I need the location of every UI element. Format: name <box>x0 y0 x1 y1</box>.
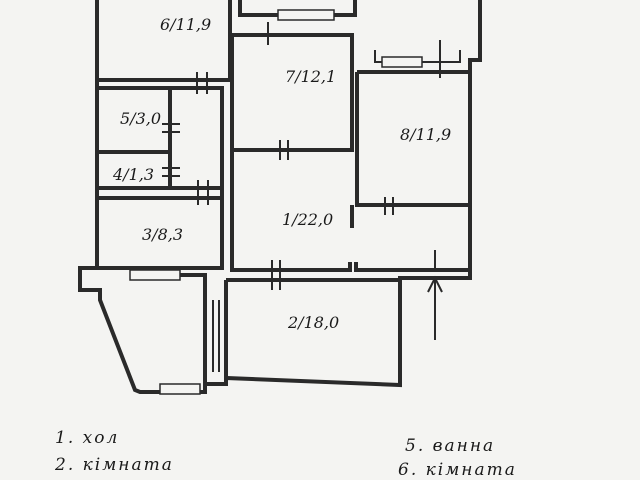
room-4-label: 4/1,3 <box>112 165 154 184</box>
room-5-label: 5/3,0 <box>120 109 161 128</box>
room-6-label: 6/11,9 <box>160 15 211 34</box>
room-1-label: 1/22,0 <box>282 210 333 229</box>
room-6-wall <box>97 0 232 82</box>
room-7-label: 7/12,1 <box>285 67 336 86</box>
window <box>159 383 201 395</box>
room-7-wall <box>230 33 354 152</box>
room-3-wall <box>97 196 224 270</box>
room-5-wall <box>97 86 224 198</box>
window <box>381 56 423 68</box>
legend-item: 1. хол <box>55 428 120 448</box>
legend-item: 5. ванна <box>405 436 496 456</box>
arrow-up-icon <box>427 275 443 340</box>
windows <box>129 9 423 395</box>
legend-item: 6. кімната <box>398 460 517 480</box>
room-8-label: 8/11,9 <box>400 125 451 144</box>
hall-wall <box>230 150 470 272</box>
room-3-label: 3/8,3 <box>142 225 183 244</box>
room-8-wall <box>355 70 470 207</box>
corridor-wall <box>130 273 207 392</box>
room-4-wall <box>97 150 222 190</box>
room-2-label: 2/18,0 <box>287 313 339 332</box>
legend-item: 2. кімната <box>55 455 174 475</box>
window <box>129 269 181 281</box>
room-2-wall <box>224 278 400 384</box>
window <box>277 9 335 21</box>
door-marks <box>162 22 441 372</box>
